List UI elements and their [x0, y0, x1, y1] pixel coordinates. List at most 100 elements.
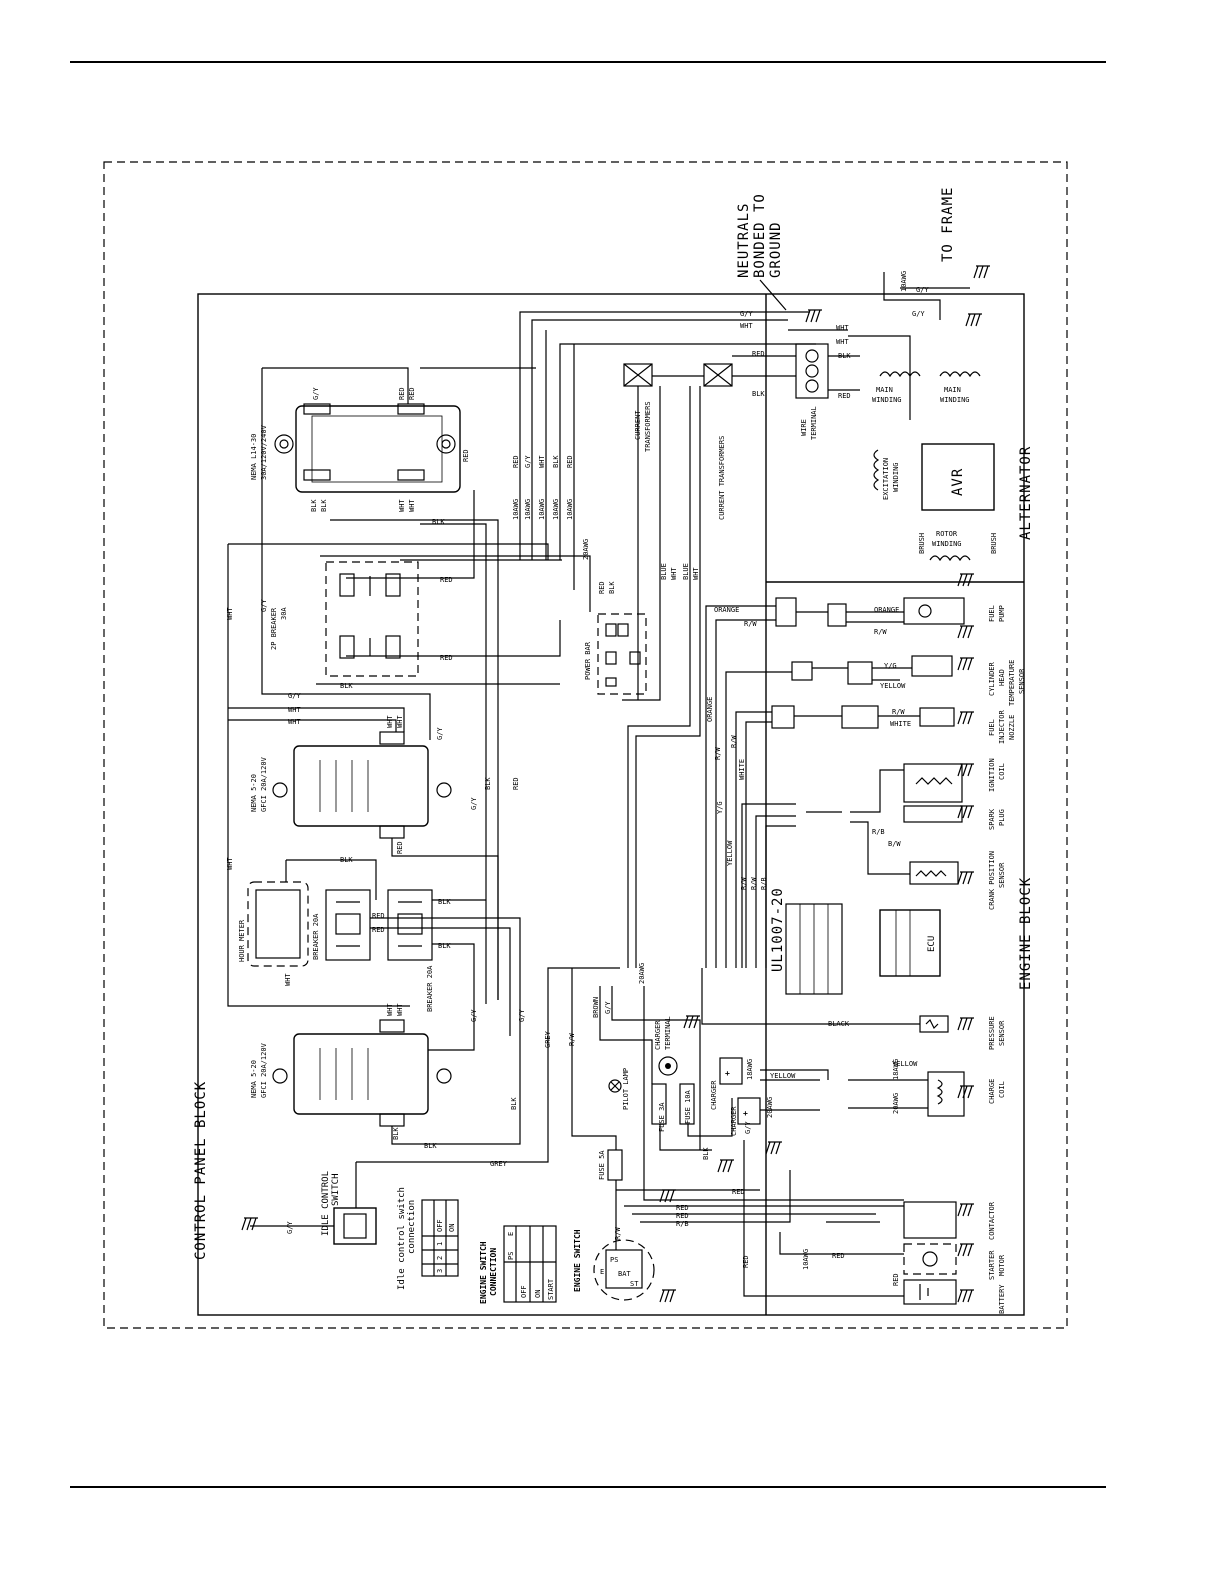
- engine-conn-label-2: CONNECTION: [489, 1248, 498, 1296]
- idle-table-col-1: 1: [436, 1242, 444, 1246]
- breaker-2p-label-2: 30A: [280, 607, 288, 620]
- nema-l14-30-receptacle: NEMA L14-30 30A/120V/240V G/Y RED RED BL…: [250, 387, 470, 512]
- eng-rw-3: R/W: [730, 735, 738, 748]
- power-bar-20awg: 20AWG: [582, 539, 590, 560]
- fuse-3a-label: FUSE 3A: [658, 1102, 666, 1132]
- alt-red: RED: [838, 392, 851, 400]
- panel-10awg-3: 10AWG: [538, 499, 546, 520]
- l14-label-2: 30A/120V/240V: [260, 424, 268, 480]
- fuel-pump-orange: ORANGE: [874, 606, 899, 614]
- ignition-coil-label-1: IGNITION: [988, 758, 996, 792]
- main-winding-b-1: MAIN: [944, 386, 961, 394]
- es-term-st: ST: [630, 1280, 639, 1288]
- hour-meter-label: HOUR METER: [238, 919, 246, 962]
- ecu: ECU: [879, 909, 941, 977]
- eng-yg: Y/G: [716, 801, 724, 814]
- alt-wht-a: WHT: [836, 324, 849, 332]
- l14-red-side: RED: [462, 449, 470, 462]
- rotor-label-1: ROTOR: [936, 530, 958, 538]
- cyl-head-label-1: CYLINDER: [988, 661, 996, 696]
- panel-blk-3: BLK: [340, 682, 353, 690]
- neutrals-line-1: NEUTRALS: [736, 203, 752, 278]
- panel-blk-2: BLK: [432, 518, 445, 526]
- fuel-injector-label-2: INJECTOR: [998, 709, 1006, 744]
- idle-table: 1 2 3 OFF ON: [421, 1199, 459, 1277]
- gfci-upper-gy: G/Y: [436, 727, 444, 740]
- breaker-blk-bot: BLK: [438, 942, 451, 950]
- panel-wht-6: WHT: [284, 973, 292, 986]
- gfci-upper-wht-a: WHT: [386, 715, 394, 728]
- cyl-head-yellow: YELLOW: [880, 682, 906, 690]
- panel-10awg-4: 10AWG: [552, 499, 560, 520]
- idle-table-row-off: OFF: [436, 1219, 444, 1232]
- gfci-lower-wht-a: WHT: [386, 1003, 394, 1016]
- idle-table-title-1: Idle control switch: [397, 1187, 407, 1290]
- engine-table-on: ON: [534, 1290, 542, 1298]
- idle-switch-label-2: SWITCH: [331, 1173, 341, 1206]
- charge-coil-yellow-b: YELLOW: [770, 1072, 796, 1080]
- ground-icon: [659, 1289, 676, 1303]
- eng-rw-5: R/W: [750, 877, 758, 890]
- fuse-5a-label: FUSE 5A: [598, 1150, 606, 1180]
- breaker-2p-label-1: 2P BREAKER: [270, 607, 278, 650]
- es-term-e: E: [600, 1268, 604, 1276]
- ground-symbols: [241, 265, 990, 1303]
- l14-gy: G/Y: [312, 387, 320, 400]
- ground-icon: [957, 1085, 974, 1099]
- current-transformers: CURRENT TRANSFORMERS CURRENT TRANSFORMER…: [623, 363, 733, 520]
- crank-label-2: SENSOR: [998, 862, 1006, 888]
- l14-label-1: NEMA L14-30: [250, 434, 258, 480]
- eng-rw-2: R/W: [714, 747, 722, 760]
- idle-table-col-2: 2: [436, 1256, 444, 1260]
- gfci-upper-wht-b: WHT: [396, 715, 404, 728]
- breakers-20a: BREAKER 20A BREAKER 20A RED RED BLK BLK …: [312, 856, 451, 1012]
- panel-gy-7: G/Y: [604, 1001, 612, 1014]
- eng-white: WHITE: [738, 759, 746, 780]
- charger-b-label: CHARGER: [730, 1106, 738, 1136]
- eng-20awg-2: 20AWG: [766, 1097, 774, 1118]
- l14-blk-a: BLK: [310, 499, 318, 512]
- power-bar-label: POWER BAR: [584, 641, 592, 680]
- panel-wht-1: WHT: [538, 455, 546, 468]
- ground-icon: [717, 1159, 734, 1173]
- charger-a-label: CHARGER: [710, 1080, 718, 1110]
- ground-icon: [659, 1189, 676, 1203]
- fuel-pump-rw: R/W: [874, 628, 887, 636]
- panel-red-1: RED: [512, 455, 520, 468]
- section-engine-block: ENGINE BLOCK: [1018, 877, 1034, 990]
- engine-table-off: OFF: [520, 1285, 528, 1298]
- gfci-lower-blk: BLK: [392, 1127, 400, 1140]
- breaker-20a-lower-label: BREAKER 20A: [426, 965, 434, 1012]
- ground-icon: [957, 657, 974, 671]
- starter-contactor: CONTACTOR: [903, 1201, 996, 1240]
- trunk-gy: G/Y: [740, 310, 753, 318]
- es-term-bat: BAT: [618, 1270, 631, 1278]
- svg-text:+: +: [743, 1109, 748, 1118]
- ct-blue-a: BLUE: [660, 563, 668, 580]
- fuse-5a: FUSE 5A: [598, 1149, 623, 1181]
- panel-gy-4: G/Y: [470, 797, 478, 810]
- eng-orange-2: ORANGE: [706, 697, 714, 722]
- engine-switch: ENGINE SWITCH E PS BAT ST R/W: [573, 1227, 655, 1301]
- panel-rw-1: R/W: [568, 1033, 576, 1046]
- section-alternator: ALTERNATOR: [1018, 446, 1034, 540]
- gfci-upper-label-1: NEMA 5-20: [250, 774, 258, 812]
- crank-label-1: CRANK POSITION: [988, 851, 996, 910]
- wire-label-group: G/Y WHT RED BLK WHT WHT RED BLK G/Y G/Y …: [226, 271, 929, 1270]
- neutrals-line-3: GROUND: [768, 221, 784, 278]
- engine-table-ps: PS: [507, 1252, 515, 1260]
- gfci-lower-label-1: NEMA 5-20: [250, 1060, 258, 1098]
- ground-icon: [957, 805, 974, 819]
- wire-terminal-label-1: WIRE: [800, 419, 808, 436]
- wire-terminal-label-2: TERMINAL: [810, 406, 818, 440]
- fuel-injector-white: WHITE: [890, 720, 911, 728]
- ignition-coil: IGNITION COIL: [903, 758, 1006, 803]
- idle-switch-gy: G/Y: [286, 1221, 294, 1234]
- charger-terminal-label-1: CHARGER: [654, 1020, 662, 1050]
- panel-gy-3: G/Y: [260, 599, 268, 612]
- trunk-blk: BLK: [752, 390, 765, 398]
- fuel-injector-label-1: FUEL: [988, 719, 996, 736]
- spark-plug-label-2: PLUG: [998, 809, 1006, 826]
- eng-red-2: RED: [676, 1204, 689, 1212]
